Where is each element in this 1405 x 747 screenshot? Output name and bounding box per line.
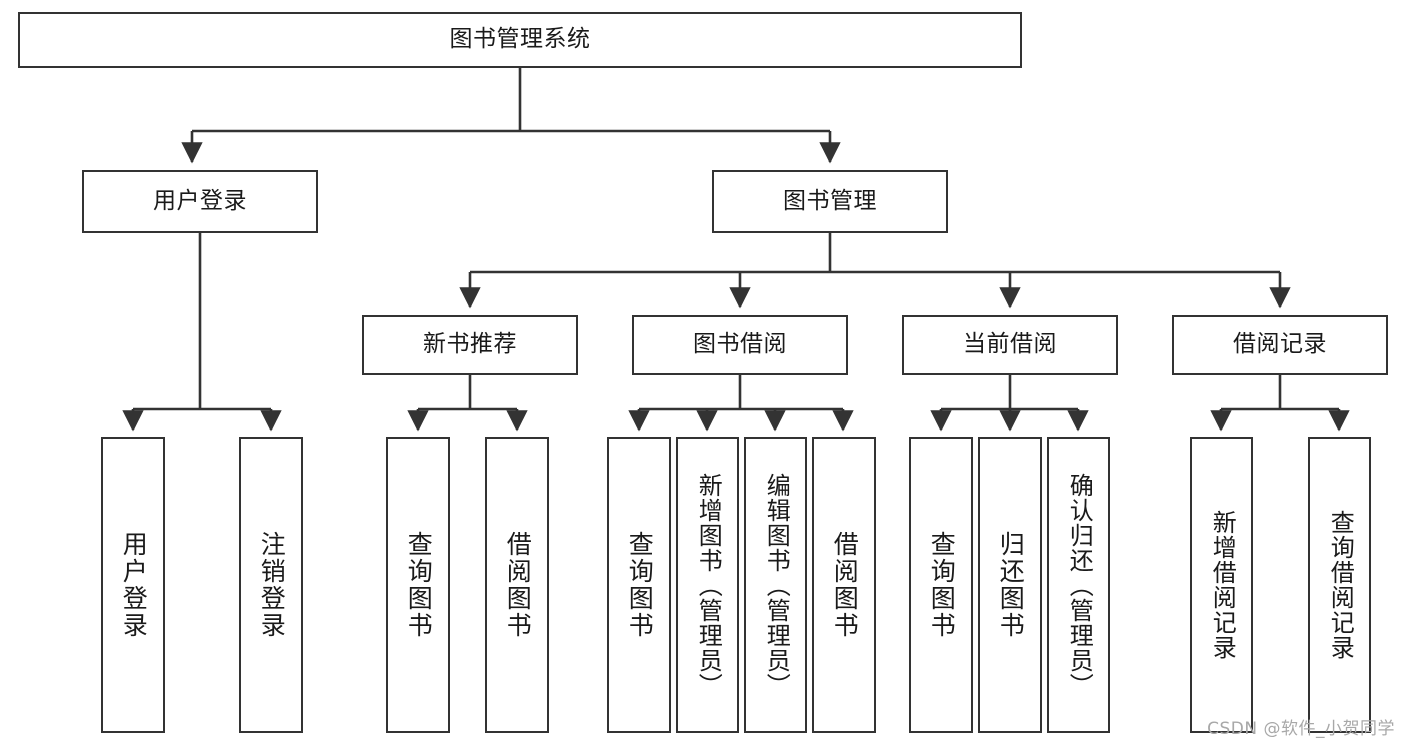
leaf-edit-book-admin[interactable]: 编辑图书（管理员） (744, 437, 807, 733)
leaf-logout-login[interactable]: 注销登录 (239, 437, 303, 733)
node-label: 注销登录 (257, 531, 287, 639)
node-label: 新增借阅记录 (1208, 510, 1237, 660)
node-book-borrow[interactable]: 图书借阅 (632, 315, 848, 375)
csdn-watermark: CSDN @软件_小贺同学 (1207, 719, 1395, 739)
node-label: 归还图书 (996, 531, 1026, 639)
node-label: 当前借阅 (963, 331, 1057, 358)
node-label: 确认归还（管理员） (1065, 472, 1094, 698)
node-root-book-management-system[interactable]: 图书管理系统 (18, 12, 1022, 68)
leaf-query-book-1[interactable]: 查询图书 (386, 437, 450, 733)
node-label: 新增图书（管理员） (694, 472, 723, 698)
node-label: 借阅图书 (503, 531, 533, 639)
node-label: 借阅图书 (830, 531, 860, 639)
node-label: 查询图书 (404, 531, 434, 639)
node-new-book-recommend[interactable]: 新书推荐 (362, 315, 578, 375)
leaf-return-book[interactable]: 归还图书 (978, 437, 1042, 733)
node-label: 图书管理系统 (449, 26, 591, 53)
node-label: 借阅记录 (1233, 331, 1327, 358)
node-label: 查询图书 (625, 531, 655, 639)
node-label: 用户登录 (153, 187, 247, 214)
node-book-management[interactable]: 图书管理 (712, 170, 948, 233)
leaf-query-book-2[interactable]: 查询图书 (607, 437, 671, 733)
node-user-login[interactable]: 用户登录 (82, 170, 318, 233)
leaf-add-borrow-record[interactable]: 新增借阅记录 (1190, 437, 1253, 733)
node-borrow-record[interactable]: 借阅记录 (1172, 315, 1388, 375)
node-label: 用户登录 (119, 531, 149, 639)
leaf-borrow-book-2[interactable]: 借阅图书 (812, 437, 876, 733)
leaf-query-book-3[interactable]: 查询图书 (909, 437, 973, 733)
leaf-user-login[interactable]: 用户登录 (101, 437, 165, 733)
leaf-add-book-admin[interactable]: 新增图书（管理员） (676, 437, 739, 733)
leaf-borrow-book-1[interactable]: 借阅图书 (485, 437, 549, 733)
node-label: 查询借阅记录 (1326, 510, 1355, 660)
node-current-borrow[interactable]: 当前借阅 (902, 315, 1118, 375)
node-label: 图书管理 (783, 187, 877, 214)
node-label: 图书借阅 (693, 331, 787, 358)
node-label: 新书推荐 (423, 331, 517, 358)
leaf-query-borrow-record[interactable]: 查询借阅记录 (1308, 437, 1371, 733)
node-label: 查询图书 (927, 531, 957, 639)
node-label: 编辑图书（管理员） (762, 472, 791, 698)
leaf-confirm-return-admin[interactable]: 确认归还（管理员） (1047, 437, 1110, 733)
